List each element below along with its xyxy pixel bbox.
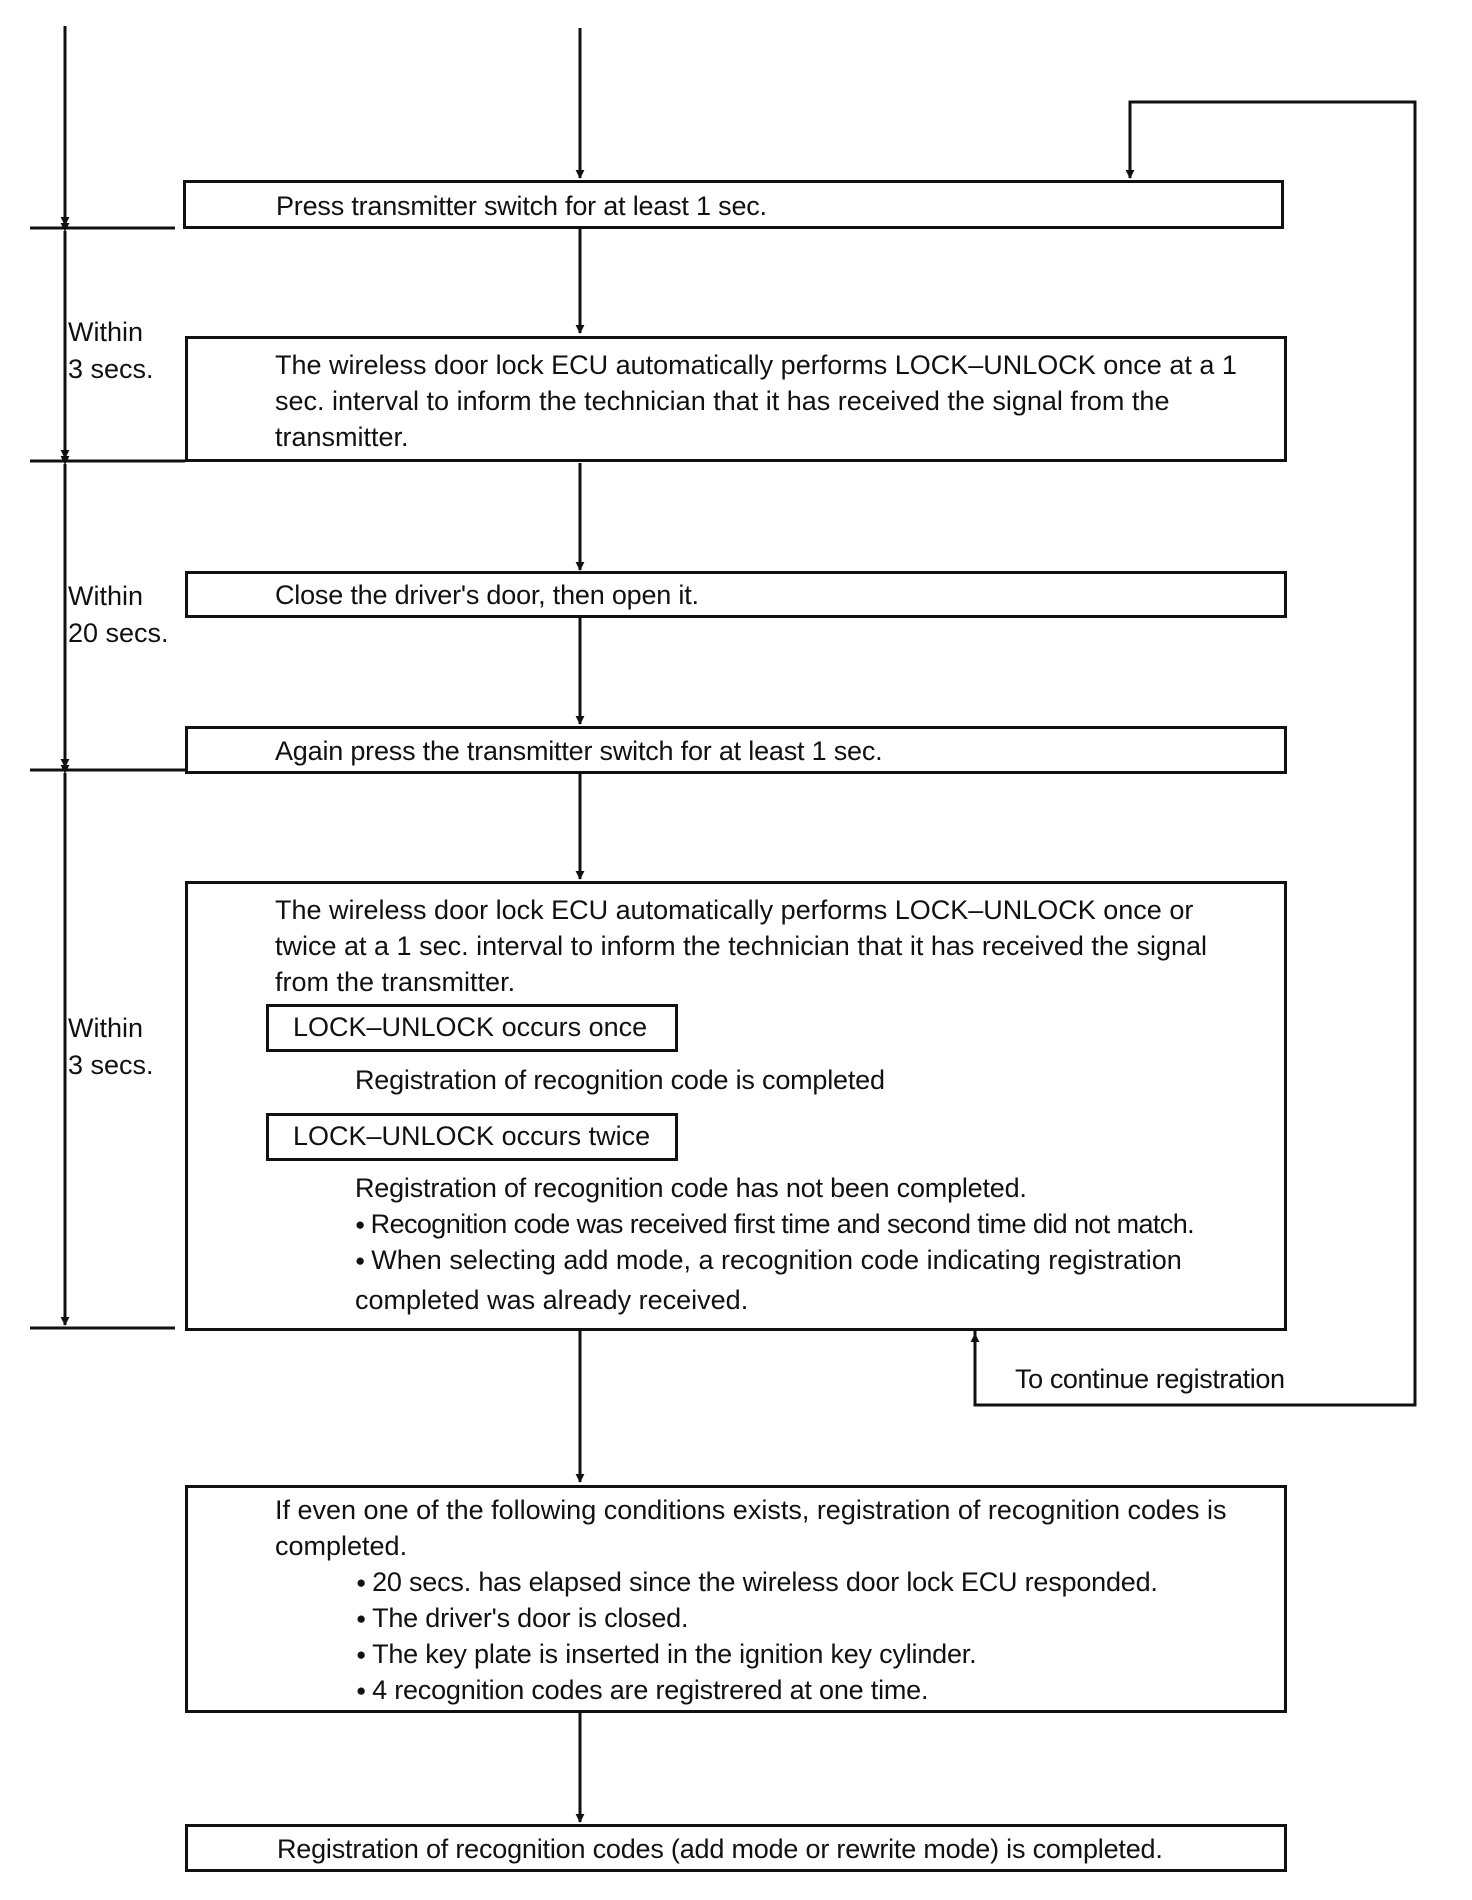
timing-line: Within [68, 317, 144, 347]
condition-item: 4 recognition codes are registrered at o… [356, 1672, 928, 1712]
step-completion-conditions: If even one of the following conditions … [185, 1485, 1287, 1713]
once-label-box: LOCK–UNLOCK occurs once [266, 1004, 678, 1052]
step-text: Again press the transmitter switch for a… [275, 736, 883, 766]
condition-item: The key plate is inserted in the ignitio… [356, 1636, 977, 1676]
twice-result: Registration of recognition code has not… [355, 1173, 1027, 1203]
step-ecu-response-2: The wireless door lock ECU automatically… [185, 881, 1287, 1331]
step-final: Registration of recognition codes (add m… [185, 1824, 1287, 1872]
step-text: Close the driver's door, then open it. [275, 580, 699, 610]
conditions-intro: If even one of the following conditions … [275, 1495, 1227, 1561]
loop-label: To continue registration [1015, 1364, 1285, 1394]
timing-line: 20 secs. [68, 618, 169, 648]
timing-label-2: Within 20 secs. [68, 578, 169, 652]
step-text: Press transmitter switch for at least 1 … [276, 191, 767, 221]
timing-line: Within [68, 1013, 144, 1043]
timing-line: Within [68, 581, 144, 611]
loop-continue-registration [973, 100, 1417, 1407]
once-result: Registration of recognition code is comp… [355, 1065, 885, 1095]
twice-label-box: LOCK–UNLOCK occurs twice [266, 1113, 678, 1161]
step-text: The wireless door lock ECU automatically… [275, 350, 1237, 452]
step-press-switch: Press transmitter switch for at least 1 … [183, 180, 1284, 229]
twice-reason: When selecting add mode, a recognition c… [355, 1242, 1235, 1318]
step-again-press: Again press the transmitter switch for a… [185, 726, 1287, 774]
condition-item: 20 secs. has elapsed since the wireless … [356, 1564, 1158, 1604]
ecu-response-2-intro: The wireless door lock ECU automatically… [275, 895, 1207, 997]
timing-line: 3 secs. [68, 354, 154, 384]
timing-label-1: Within 3 secs. [68, 314, 154, 388]
timing-label-3: Within 3 secs. [68, 1010, 154, 1084]
timing-line: 3 secs. [68, 1050, 154, 1080]
condition-item: The driver's door is closed. [356, 1600, 688, 1640]
step-close-door: Close the driver's door, then open it. [185, 571, 1287, 618]
step-ecu-response-1: The wireless door lock ECU automatically… [185, 336, 1287, 462]
twice-reason: Recognition code was received first time… [355, 1206, 1195, 1246]
step-text: Registration of recognition codes (add m… [277, 1834, 1163, 1864]
